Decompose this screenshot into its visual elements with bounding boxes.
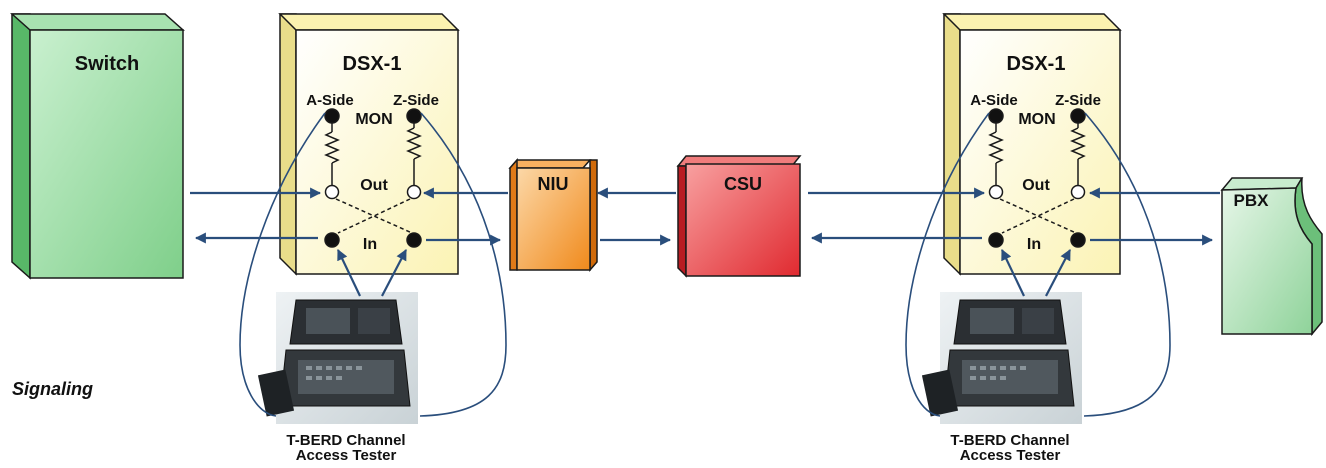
switch-label: Switch [75,53,139,75]
pbx-box: PBX [1220,177,1323,337]
dsx-circuit-left [324,116,422,234]
jack-port-icon [988,108,1086,248]
signaling-title: Signaling [12,379,93,399]
niu-box: NIU [508,158,598,272]
a-side-label-left: A-Side [306,92,354,109]
a-side-label-right: A-Side [970,92,1018,109]
pbx-label: PBX [1234,191,1270,210]
tester-caption-right: T-BERD Channel Access Tester [935,433,1085,463]
t-berd-tester-icon [921,292,1082,424]
tester-caption-line2: Access Tester [959,447,1061,464]
in-label-right: In [1027,236,1041,253]
jack-port-icon [324,108,422,248]
z-side-label-right: Z-Side [1055,92,1101,109]
switch-box: Switch [10,13,185,280]
dsx-panel-right: DSX-1 A-Side Z-Side MON Out In [942,13,1122,276]
z-side-label-left: Z-Side [393,92,439,109]
mon-label-right: MON [1018,111,1055,128]
dsx-title-left: DSX-1 [343,53,402,75]
in-label-left: In [363,236,377,253]
dsx-panel-left: DSX-1 A-Side Z-Side MON Out In [278,13,460,276]
csu-label: CSU [724,174,762,194]
monitor-cords [239,112,1171,417]
dsx-title-right: DSX-1 [1007,53,1066,75]
tester-caption-line1: T-BERD Channel [950,432,1070,449]
csu-box: CSU [676,155,802,278]
mon-label-left: MON [355,111,392,128]
t-berd-tester-icon [257,292,418,424]
tester-caption-line2: Access Tester [295,447,397,464]
out-label-left: Out [360,177,388,194]
out-label-right: Out [1022,177,1050,194]
tester-caption-left: T-BERD Channel Access Tester [271,433,421,463]
niu-label: NIU [538,174,569,194]
tester-caption-line1: T-BERD Channel [286,432,406,449]
signal-arrows [190,187,1220,297]
